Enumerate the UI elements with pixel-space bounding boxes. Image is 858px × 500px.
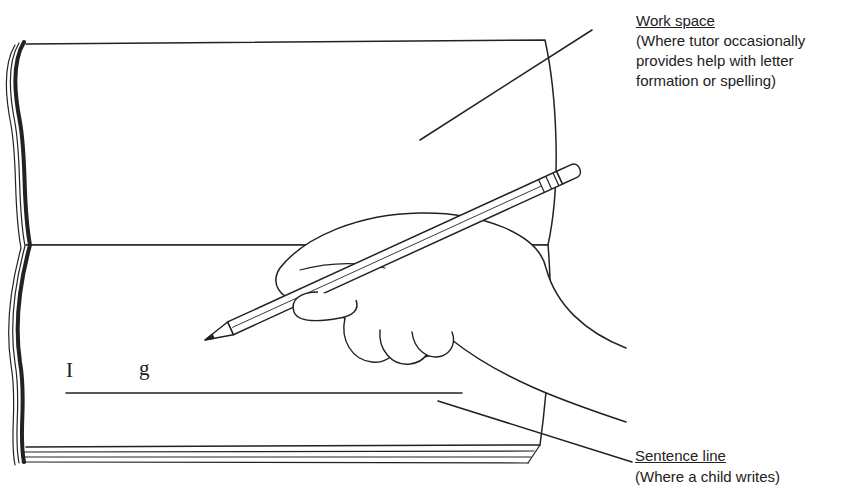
hand: [276, 213, 626, 422]
pencil-ferrule: [539, 173, 559, 192]
finger: [293, 292, 357, 320]
callout-note: (Where a child writes): [635, 467, 857, 487]
page-edge: [22, 462, 528, 463]
pencil-edge: [232, 186, 541, 328]
leader-line: [420, 30, 592, 140]
handwritten-letter: I: [66, 358, 96, 382]
page-edge: [24, 451, 534, 452]
pencil-eraser: [557, 162, 583, 184]
sentence-line: [66, 392, 462, 394]
pencil-cone: [202, 322, 233, 346]
pencil: [202, 162, 582, 346]
callout-title: Sentence line: [635, 447, 835, 465]
page-edge: [22, 456, 531, 457]
spine-edge: [15, 42, 30, 462]
callout-note: (Where tutor occasionally provides help …: [636, 31, 858, 91]
handwritten-letter: g: [139, 356, 169, 380]
finger: [412, 332, 454, 357]
pencil-body: [228, 171, 563, 334]
pencil-lead: [204, 334, 214, 342]
callout-title: Work space: [636, 12, 836, 30]
page-edge: [528, 445, 540, 463]
